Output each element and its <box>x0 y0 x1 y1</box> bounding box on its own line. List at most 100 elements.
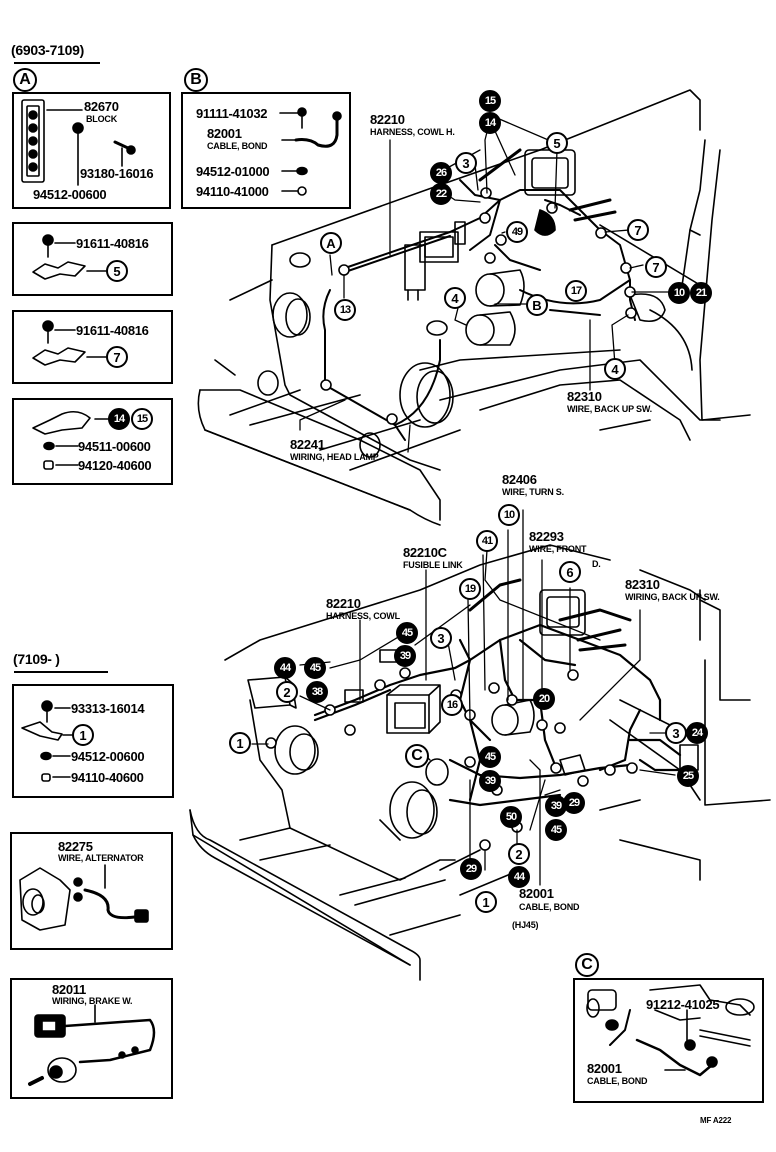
clamp-callout-15: 15 <box>131 408 153 430</box>
upper-vehicle-body <box>197 89 751 526</box>
lower-front-description-2: D. <box>592 559 601 569</box>
lower-callout-29b: 29 <box>460 858 482 880</box>
lower-fusible-description: FUSIBLE LINK <box>403 560 463 570</box>
inset-a-box <box>12 92 171 209</box>
late-clamp-washer-part-number: 94512-00600 <box>71 749 145 764</box>
lower-callout-3b: 3 <box>665 722 687 744</box>
inset-c-box <box>573 978 764 1103</box>
brake-wiring-box <box>10 978 173 1099</box>
inset-a-block-description: BLOCK <box>86 114 117 124</box>
upper-callout-a: A <box>320 232 342 254</box>
upper-callout-13: 13 <box>334 299 356 321</box>
lower-callout-c: C <box>405 744 429 768</box>
alternator-part-number: 82275 <box>58 839 93 854</box>
inset-c-cable-description: CABLE, BOND <box>587 1076 648 1086</box>
figure-code: MF A222 <box>700 1116 732 1125</box>
upper-callout-7b: 7 <box>645 256 667 278</box>
section-header-late-underline <box>14 671 108 673</box>
brake-wiring-artwork <box>28 1004 156 1086</box>
lower-callout-24: 24 <box>686 722 708 744</box>
lower-cowl-part-number: 82210 <box>326 596 361 611</box>
clamp-7-bolt-part-number: 91611-40816 <box>76 323 149 338</box>
clamp-7-artwork <box>32 320 107 366</box>
lower-callout-16: 16 <box>441 694 463 716</box>
upper-callout-4a: 4 <box>444 287 466 309</box>
lower-callout-20: 20 <box>533 688 555 710</box>
late-clamp-nut-part-number: 94110-40600 <box>71 770 144 785</box>
lower-turn-part-number: 82406 <box>502 472 537 487</box>
inset-a-screw-part-number: 93180-16016 <box>80 166 154 181</box>
upper-callout-b: B <box>526 294 548 316</box>
lower-callout-44b: 44 <box>508 866 530 888</box>
inset-letter-a: A <box>13 68 37 92</box>
upper-callout-3: 3 <box>455 152 477 174</box>
lower-callout-45b: 45 <box>304 657 326 679</box>
upper-headlamps <box>257 252 454 458</box>
alternator-description: WIRE, ALTERNATOR <box>58 853 144 863</box>
inset-b-nut-part-number: 94110-41000 <box>196 184 269 199</box>
inset-letter-c: C <box>575 953 599 977</box>
lower-callout-39a: 39 <box>394 645 416 667</box>
section-header-early-underline <box>14 62 100 64</box>
lower-callout-50: 50 <box>500 806 522 828</box>
lower-bond-note: (HJ45) <box>512 920 539 930</box>
section-header-early: (6903-7109) <box>11 42 84 58</box>
inset-b-cable-description: CABLE, BOND <box>207 141 268 151</box>
upper-callout-49: 49 <box>506 221 528 243</box>
clamp-5-callout: 5 <box>106 260 128 282</box>
lower-callout-19: 19 <box>459 578 481 600</box>
late-clamp-bolt-part-number: 93313-16014 <box>71 701 145 716</box>
inset-b-washer-part-number: 94512-01000 <box>196 164 270 179</box>
lower-callout-39c: 39 <box>545 795 567 817</box>
upper-headlamp-description: WIRING, HEAD LAMP <box>290 452 379 462</box>
upper-backup-part-number: 82310 <box>567 389 602 404</box>
inset-a-washer-part-number: 94512-00600 <box>33 187 107 202</box>
brake-wiring-part-number: 82011 <box>52 982 86 997</box>
lower-front-description: WIRE, FRONT <box>529 544 587 554</box>
inset-b-bolt-part-number: 91111-41032 <box>196 106 268 121</box>
lower-callout-2a: 2 <box>276 681 298 703</box>
lower-callout-38: 38 <box>306 681 328 703</box>
lower-callout-3a: 3 <box>430 627 452 649</box>
late-clamp-callout: 1 <box>72 724 94 746</box>
inset-c-artwork <box>586 984 755 1077</box>
lower-callout-45d: 45 <box>545 819 567 841</box>
clamp-5-bolt-part-number: 91611-40816 <box>76 236 149 251</box>
upper-callout-7a: 7 <box>627 219 649 241</box>
lower-backup-description: WIRING, BACK UP SW. <box>625 592 720 602</box>
lower-callout-1b: 1 <box>475 891 497 913</box>
lower-callout-2b: 2 <box>508 843 530 865</box>
upper-callout-22: 22 <box>430 183 452 205</box>
inset-b-cable-part-number: 82001 <box>207 126 242 141</box>
lower-callout-10: 10 <box>498 504 520 526</box>
lower-callout-6: 6 <box>559 561 581 583</box>
clamp-5-artwork <box>32 234 107 280</box>
clamp-7-callout: 7 <box>106 346 128 368</box>
upper-callout-26: 26 <box>430 162 452 184</box>
brake-wiring-description: WIRING, BRAKE W. <box>52 996 133 1006</box>
lower-callout-25: 25 <box>677 765 699 787</box>
lower-cowl-description: HARNESS, COWL <box>326 611 400 621</box>
clamp-14-15-box <box>12 398 173 485</box>
lower-callout-41: 41 <box>476 530 498 552</box>
clamp-14-15-artwork <box>32 410 109 470</box>
lower-backup-part-number: 82310 <box>625 577 660 592</box>
inset-c-cable-part-number: 82001 <box>587 1061 622 1076</box>
upper-callout-21: 21 <box>690 282 712 304</box>
inset-b-box <box>181 92 351 209</box>
upper-harness-description: HARNESS, COWL H. <box>370 127 455 137</box>
upper-callout-5: 5 <box>546 132 568 154</box>
clamp-5-box <box>12 222 173 296</box>
inset-a-block-part-number: 82670 <box>84 99 119 114</box>
upper-headlamp-part-number: 82241 <box>290 437 325 452</box>
lower-bond-description: CABLE, BOND <box>519 902 580 912</box>
upper-callout-4b: 4 <box>604 358 626 380</box>
section-header-late: (7109- ) <box>13 651 60 667</box>
inset-c-bolt-part-number: 91212-41025 <box>646 997 720 1012</box>
lower-vehicle-body <box>189 544 771 981</box>
upper-callout-17: 17 <box>565 280 587 302</box>
lower-turn-description: WIRE, TURN S. <box>502 487 564 497</box>
lower-fusible-part-number: 82210C <box>403 545 447 560</box>
alternator-artwork <box>19 864 149 931</box>
upper-callout-10: 10 <box>668 282 690 304</box>
